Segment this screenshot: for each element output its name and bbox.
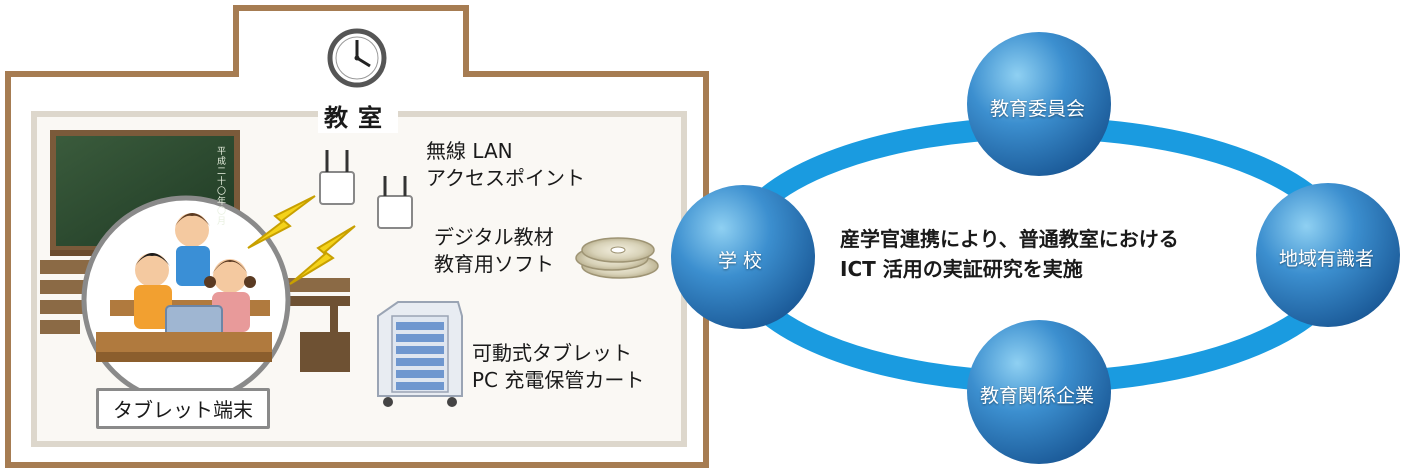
blackboard-text: 平成二十〇年〇月 — [215, 146, 225, 226]
center-text-line2: ICT 活用の実証研究を実施 — [840, 257, 1083, 281]
charging-cart-line2: PC 充電保管カート — [472, 368, 645, 392]
children-with-laptop-icon — [81, 195, 291, 405]
node-right-label: 地域有識者 — [1279, 248, 1375, 270]
wireless-lan-line2: アクセスポイント — [426, 166, 585, 190]
cd-disc-icon — [575, 237, 659, 279]
node-right-sphere — [1256, 183, 1400, 327]
room-title: 教室 — [318, 98, 398, 133]
lightning-icon — [247, 195, 356, 285]
wifi-access-point-icon — [319, 150, 413, 229]
digital-materials-label: デジタル教材 教育用ソフト — [434, 224, 554, 278]
wireless-lan-label: 無線 LAN アクセスポイント — [426, 138, 585, 192]
digital-materials-line2: 教育用ソフト — [434, 252, 554, 276]
node-top-sphere — [967, 32, 1111, 176]
node-bottom-sphere — [967, 320, 1111, 464]
charging-cart-label: 可動式タブレット PC 充電保管カート — [472, 340, 644, 394]
clock-icon — [327, 28, 387, 88]
tablet-label: タブレット端末 — [96, 388, 270, 429]
digital-materials-line1: デジタル教材 — [434, 225, 554, 249]
center-text-line1: 産学官連携により、普通教室における — [840, 227, 1179, 251]
center-text: 産学官連携により、普通教室における ICT 活用の実証研究を実施 — [840, 224, 1179, 284]
node-top-label: 教育委員会 — [990, 98, 1086, 120]
charging-cart-icon — [377, 301, 463, 407]
node-left-label: 学 校 — [718, 250, 763, 272]
charging-cart-line1: 可動式タブレット — [472, 341, 632, 365]
node-bottom-label: 教育関係企業 — [980, 385, 1095, 407]
wireless-lan-line1: 無線 LAN — [426, 139, 513, 163]
node-left-sphere — [671, 185, 815, 329]
